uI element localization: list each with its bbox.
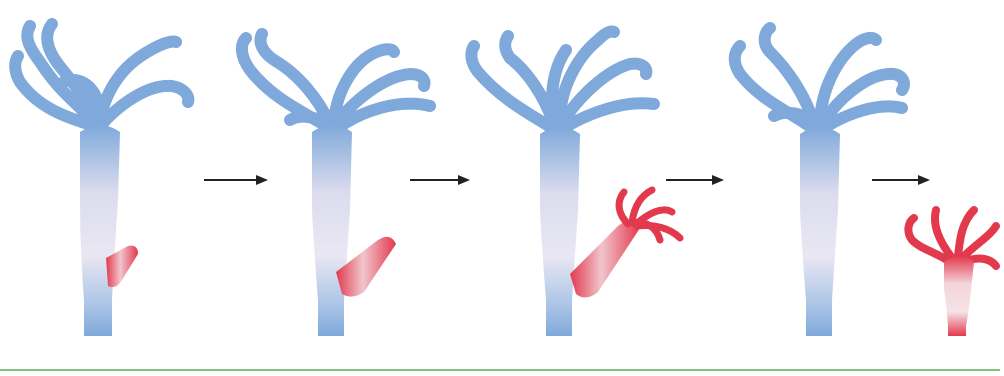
arrow-4 (872, 175, 930, 185)
bud-body (944, 256, 974, 336)
hydra-body (540, 127, 580, 336)
detached-bud (908, 210, 996, 336)
hydra-stage-2 (242, 34, 430, 336)
tentacles (735, 28, 904, 128)
hydra-body (800, 127, 840, 336)
bud (570, 221, 640, 297)
tentacles (471, 31, 654, 128)
tentacles (15, 24, 188, 126)
arrow-3 (666, 175, 724, 185)
hydra-stage-3 (471, 31, 680, 336)
hydra-stage-1 (15, 24, 188, 336)
tentacles (242, 34, 430, 128)
arrow-2 (410, 175, 470, 185)
hydra-body (80, 125, 120, 336)
hydra-body (312, 125, 352, 336)
hydra-stage-4 (735, 28, 904, 336)
arrow-1 (204, 175, 268, 185)
